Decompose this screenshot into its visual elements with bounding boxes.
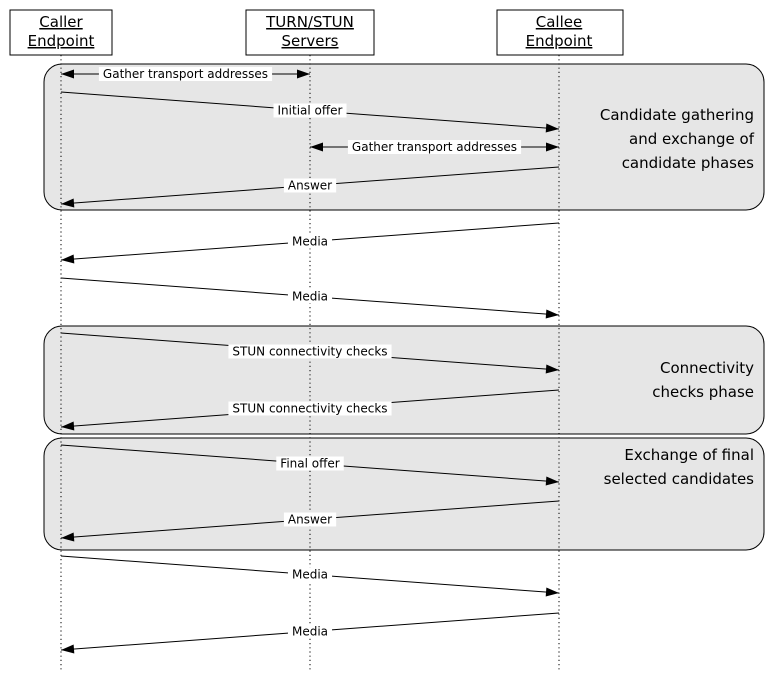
phase-box: [43, 63, 765, 211]
phase-label: Connectivity: [660, 359, 754, 377]
message-2: Initial offer: [60, 91, 560, 133]
message-label: Answer: [288, 179, 332, 193]
message-label-bg: [287, 624, 333, 639]
phases: Candidate gathering and exchange of candid…: [43, 63, 765, 551]
actor-label-callee: Endpoint: [526, 32, 593, 50]
actor-label-servers: TURN/STUN: [265, 13, 354, 31]
message-label: Media: [292, 568, 328, 582]
message-7: STUN connectivity checks: [60, 332, 560, 374]
message-5: Media: [60, 222, 560, 264]
phase-box: [43, 437, 765, 551]
message-label: Media: [292, 290, 328, 304]
message-label-bg: [287, 567, 333, 582]
message-label: Final offer: [280, 457, 339, 471]
message-label: Gather transport addresses: [103, 67, 268, 81]
arrowhead: [545, 123, 559, 133]
phase-label: checks phase: [652, 383, 754, 401]
phase-label: Candidate gathering: [600, 106, 754, 124]
actor-label-callee: Callee: [536, 13, 582, 31]
phase-box: [43, 325, 765, 435]
phase-label: Exchange of final: [624, 446, 754, 464]
arrowhead: [61, 198, 75, 208]
message-1: Gather transport addresses: [61, 67, 310, 81]
message-label: Gather transport addresses: [352, 140, 517, 154]
actor-label-servers: Servers: [281, 32, 338, 50]
message-label: STUN connectivity checks: [232, 402, 387, 416]
message-label-bg: [347, 140, 522, 154]
message-6: Media: [60, 277, 560, 319]
message-label-bg: [287, 289, 333, 304]
message-label-bg: [228, 401, 392, 416]
message-label: Media: [292, 235, 328, 249]
message-label: Initial offer: [278, 104, 343, 118]
message-label-bg: [276, 456, 344, 471]
message-10: Answer: [60, 500, 560, 542]
actor-box-caller: [9, 9, 113, 56]
arrowhead: [61, 421, 75, 431]
arrowhead: [545, 587, 559, 597]
arrowhead: [61, 644, 75, 654]
arrowhead: [546, 142, 559, 152]
arrowhead: [61, 254, 75, 264]
actors: CallerEndpointTURN/STUNServersCalleeEndp…: [9, 9, 624, 56]
phase-label: selected candidates: [604, 470, 755, 488]
message-9: Final offer: [60, 444, 560, 486]
arrowhead: [297, 69, 310, 79]
message-label-bg: [228, 344, 392, 359]
message-label-bg: [98, 67, 273, 81]
actor-label-caller: Endpoint: [28, 32, 95, 50]
arrowhead: [545, 476, 559, 486]
arrowhead: [545, 364, 559, 374]
actor-box-servers: [245, 9, 375, 56]
message-label: Media: [292, 625, 328, 639]
message-label-bg: [287, 234, 333, 249]
phase-label: candidate phases: [622, 154, 754, 172]
message-3: Gather transport addresses: [310, 140, 559, 154]
message-label-bg: [283, 178, 337, 193]
phase-label: and exchange of: [629, 130, 755, 148]
message-11: Media: [60, 555, 560, 597]
message-12: Media: [60, 612, 560, 654]
arrowhead: [61, 532, 75, 542]
arrowhead: [310, 142, 323, 152]
arrowhead: [545, 309, 559, 319]
message-label-bg: [273, 103, 347, 118]
actor-box-callee: [496, 9, 624, 56]
arrowhead: [61, 69, 74, 79]
message-8: STUN connectivity checks: [60, 389, 560, 431]
message-label: Answer: [288, 513, 332, 527]
message-label-bg: [283, 512, 337, 527]
actor-label-caller: Caller: [39, 13, 83, 31]
message-label: STUN connectivity checks: [232, 345, 387, 359]
message-4: Answer: [60, 166, 560, 208]
